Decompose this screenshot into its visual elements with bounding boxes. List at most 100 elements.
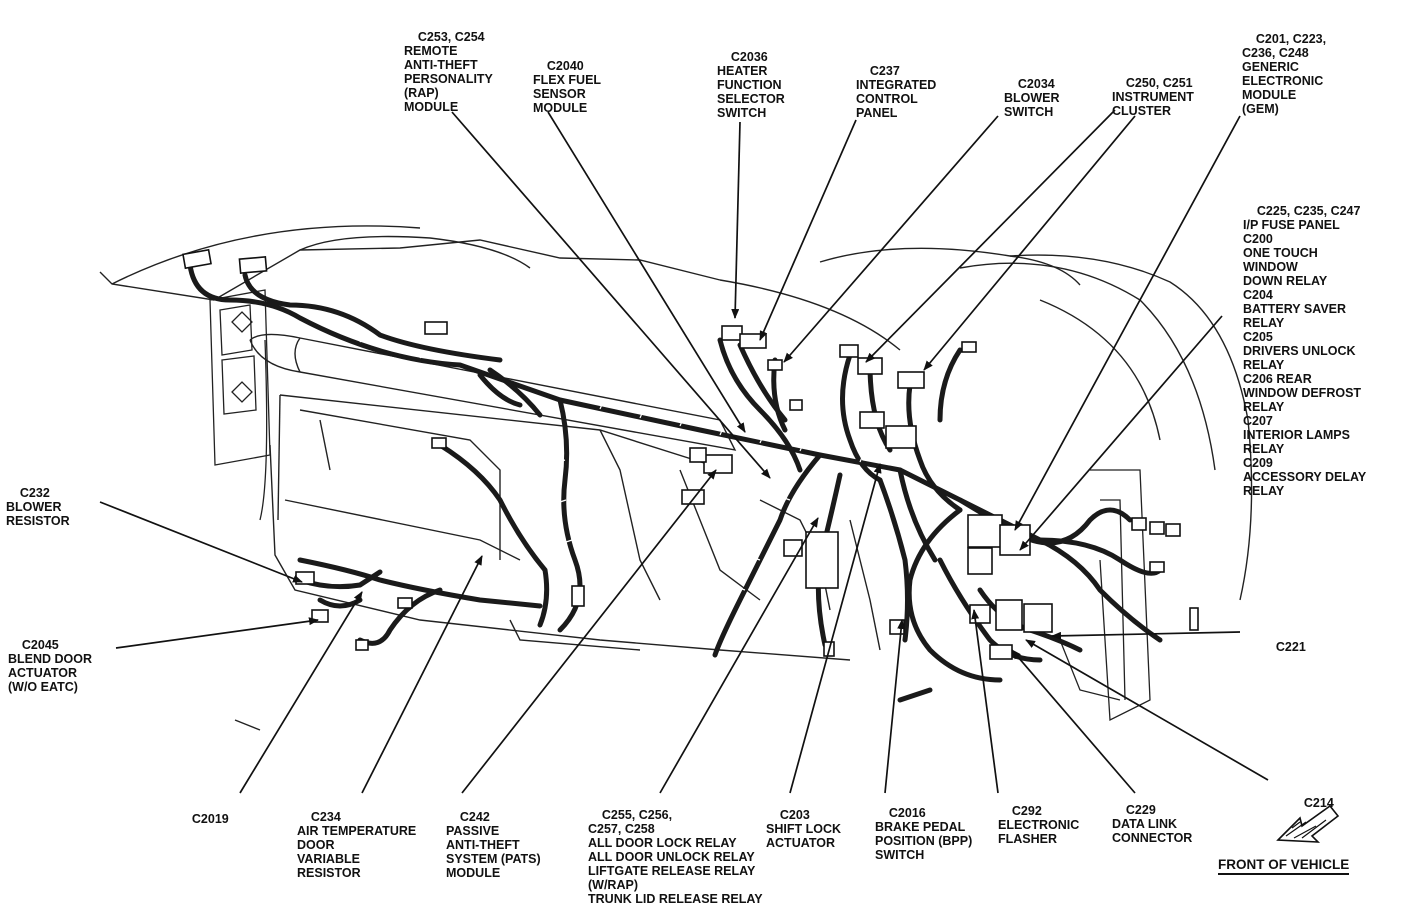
front-of-vehicle-arrow-icon <box>1276 804 1340 843</box>
label-line: CONNECTOR <box>1112 831 1193 845</box>
label-line: SWITCH <box>1004 105 1054 119</box>
label-line: ACCESSORY DELAY <box>1243 470 1367 484</box>
label-c2019: C2019 <box>178 798 229 840</box>
label-line: C200 <box>1243 232 1273 246</box>
label-line: BLOWER <box>6 500 62 514</box>
label-line: CLUSTER <box>1112 104 1172 118</box>
label-line: DOOR <box>297 838 335 852</box>
label-line: RELAY <box>1243 442 1285 456</box>
label-line: WINDOW DEFROST <box>1243 386 1362 400</box>
connector-id: C203 <box>779 808 810 822</box>
label-line: C257, C258 <box>588 822 655 836</box>
label-line: DATA LINK <box>1112 817 1178 831</box>
label-line: C207 <box>1243 414 1273 428</box>
label-line: SYSTEM (PATS) <box>446 852 541 866</box>
label-line: ANTI-THEFT <box>404 58 478 72</box>
connector-id: C229 <box>1125 803 1156 817</box>
connector-id: C214 <box>1303 796 1334 810</box>
wiring-harness <box>187 262 1163 703</box>
label-line: AIR TEMPERATURE <box>297 824 417 838</box>
label-line: FUNCTION <box>717 78 782 92</box>
label-line: GENERIC <box>1242 60 1299 74</box>
label-line: FLASHER <box>998 832 1058 846</box>
label-line: BATTERY SAVER <box>1243 302 1347 316</box>
label-line: REMOTE <box>404 44 458 58</box>
label-line: C209 <box>1243 456 1273 470</box>
label-line: C206 REAR <box>1243 372 1312 386</box>
label-line: ANTI-THEFT <box>446 838 520 852</box>
label-line: SENSOR <box>533 87 586 101</box>
label-line: WINDOW <box>1243 260 1298 274</box>
label-line: INSTRUMENT <box>1112 90 1194 104</box>
label-line: RESISTOR <box>6 514 70 528</box>
connector-id: C225, C235, C247 <box>1256 204 1361 218</box>
label-line: RELAY <box>1243 484 1285 498</box>
label-line: RESISTOR <box>297 866 361 880</box>
connector-id: C242 <box>459 810 490 824</box>
label-line: I/P FUSE PANEL <box>1243 218 1340 232</box>
connector-id: C232 <box>19 486 50 500</box>
label-line: BLEND DOOR <box>8 652 93 666</box>
label-line: RELAY <box>1243 400 1285 414</box>
connectors <box>182 248 1199 660</box>
label-line: ELECTRONIC <box>1242 74 1324 88</box>
label-c221: C221 <box>1262 626 1306 668</box>
label-line: BLOWER <box>1004 91 1060 105</box>
connector-id: C2019 <box>191 812 229 826</box>
label-line: DOWN RELAY <box>1243 274 1328 288</box>
harness-tape <box>329 321 864 591</box>
label-line: MODULE <box>1242 88 1297 102</box>
label-line: MODULE <box>533 101 588 115</box>
label-line: INTERIOR LAMPS <box>1243 428 1350 442</box>
label-line: LIFTGATE RELEASE RELAY <box>588 864 756 878</box>
label-line: MODULE <box>446 866 501 880</box>
connector-id: C250, C251 <box>1125 76 1193 90</box>
connector-id: C221 <box>1275 640 1306 654</box>
label-line: CONTROL <box>856 92 918 106</box>
connector-id: C253, C254 <box>417 30 485 44</box>
label-line: RELAY <box>1243 358 1285 372</box>
label-line: ACTUATOR <box>8 666 77 680</box>
blower-housing <box>209 289 271 521</box>
label-line: PASSIVE <box>446 824 500 838</box>
label-line: ALL DOOR UNLOCK RELAY <box>588 850 755 864</box>
connector-id: C237 <box>869 64 900 78</box>
label-line: TRUNK LID RELEASE RELAY <box>588 892 763 904</box>
label-line: (W/O EATC) <box>8 680 78 694</box>
label-line: ONE TOUCH <box>1243 246 1318 260</box>
connector-id: C2034 <box>1017 77 1055 91</box>
connector-id: C2045 <box>21 638 59 652</box>
label-line: VARIABLE <box>297 852 360 866</box>
label-line: HEATER <box>717 64 768 78</box>
connector-id: C2036 <box>730 50 768 64</box>
label-line: INTEGRATED <box>856 78 937 92</box>
label-line: ELECTRONIC <box>998 818 1080 832</box>
label-line: FLEX FUEL <box>533 73 602 87</box>
label-line: ALL DOOR LOCK RELAY <box>588 836 737 850</box>
label-line: SWITCH <box>717 106 767 120</box>
label-line: (GEM) <box>1242 102 1279 116</box>
connector-id: C255, C256, <box>601 808 673 822</box>
label-line: MODULE <box>404 100 459 114</box>
right-bracket <box>1059 469 1151 722</box>
label-line: (W/RAP) <box>588 878 638 892</box>
label-line: SELECTOR <box>717 92 785 106</box>
leader-lines <box>99 109 1269 794</box>
label-line: (RAP) <box>404 86 439 100</box>
connector-id: C234 <box>310 810 341 824</box>
